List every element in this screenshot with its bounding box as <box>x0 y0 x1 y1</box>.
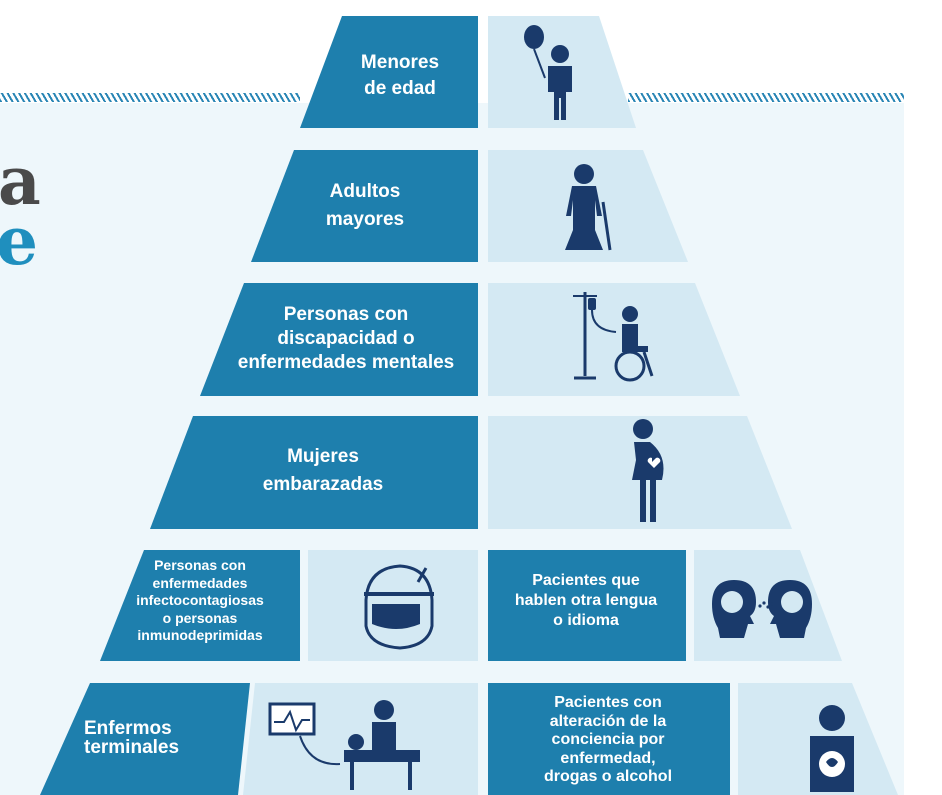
label-alteracion-conciencia: Pacientes con alteración de la concienci… <box>543 694 673 785</box>
label-enfermos-terminales: Enfermos terminales <box>84 718 180 758</box>
stripe-right <box>628 93 904 102</box>
pregnant-woman-icon <box>632 419 664 522</box>
row-3-right-block <box>488 283 740 396</box>
iv-pole-wheelchair-icon <box>573 292 654 382</box>
row-3-left-block <box>200 283 478 396</box>
person-altered-consciousness-icon <box>810 705 854 792</box>
elderly-woman-with-cane-icon <box>565 164 612 251</box>
stripe-left <box>0 93 300 102</box>
row-6a-dark-block <box>40 683 250 795</box>
child-with-balloon-icon <box>524 25 572 120</box>
row-1-left-block <box>300 16 478 128</box>
row-4-left-block <box>150 416 478 529</box>
surgical-mask-face-shield-icon <box>364 564 434 650</box>
label-infectocontagiosas: Personas con enfermedades infectocontagi… <box>136 557 264 643</box>
title-fragment-1: a <box>0 142 41 220</box>
row-5b-dark-block <box>488 550 686 661</box>
label-menores-de-edad: Menores de edad <box>360 52 440 99</box>
label-otra-lengua: Pacientes que hablen otra lengua o idiom… <box>514 572 658 629</box>
label-mujeres-embarazadas: Mujeres embarazadas <box>262 446 384 495</box>
row-2-left-block <box>251 150 478 262</box>
two-heads-speaking-icon <box>712 580 812 638</box>
label-adultos-mayores: Adultos mayores <box>325 181 405 230</box>
title-fragment-2: e <box>0 202 38 280</box>
label-discapacidad: Personas con discapacidad o enfermedades… <box>237 304 455 373</box>
row-5a-dark-block <box>100 550 300 661</box>
row-6b-dark-block <box>488 683 730 795</box>
patient-bed-monitor-icon <box>268 700 420 790</box>
